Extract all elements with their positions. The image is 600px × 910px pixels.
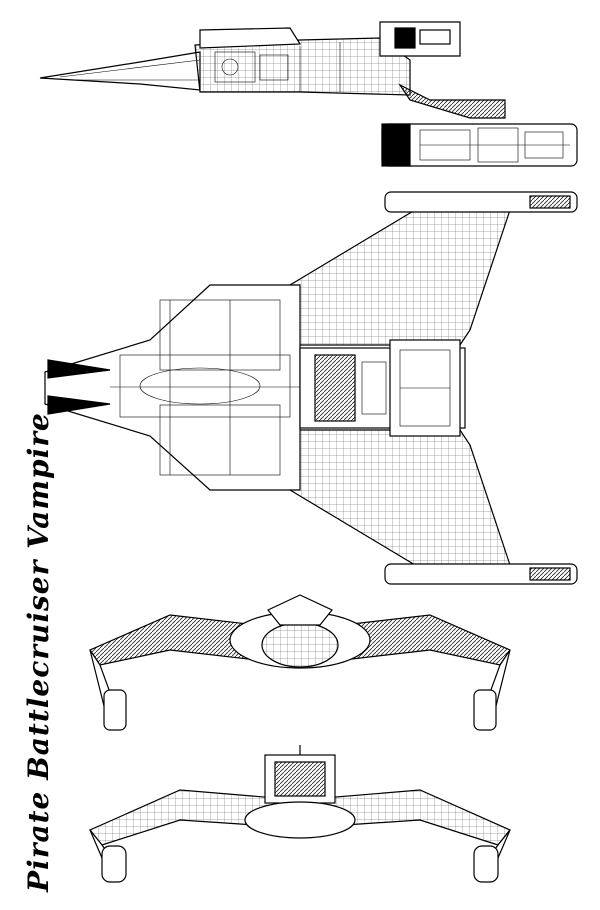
- rear-view: [89, 745, 511, 883]
- side-view: [39, 21, 578, 167]
- schematic-title: Pirate Battlecruiser Vampire: [22, 412, 55, 892]
- top-view: [44, 191, 578, 585]
- front-view: [89, 594, 511, 731]
